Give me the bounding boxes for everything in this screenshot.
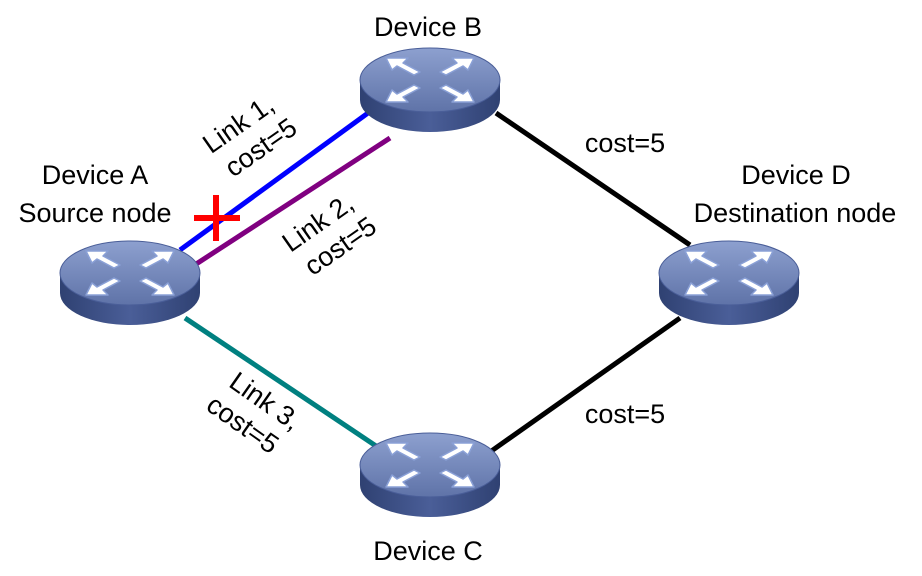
device-c-router xyxy=(359,432,501,518)
router-icon xyxy=(59,240,201,326)
device-a-name: Device A xyxy=(42,160,149,190)
link-1-line xyxy=(178,110,370,253)
device-d-role: Destination node xyxy=(694,198,897,228)
link-2-line xyxy=(188,135,392,271)
link-b-d-cost: cost=5 xyxy=(585,128,665,158)
link-3-line xyxy=(183,315,387,455)
router-icon xyxy=(359,47,501,133)
device-a-role: Source node xyxy=(18,198,171,228)
link-c-d-line xyxy=(488,315,682,455)
link-c-d-cost: cost=5 xyxy=(585,399,665,429)
device-c-name: Device C xyxy=(373,536,483,566)
device-a-router xyxy=(59,240,201,326)
device-d-name: Device D xyxy=(741,160,851,190)
router-icon xyxy=(658,240,800,326)
device-b-name: Device B xyxy=(374,12,482,42)
router-icon xyxy=(359,432,501,518)
links xyxy=(178,110,692,455)
device-b-router xyxy=(359,47,501,133)
device-d-router xyxy=(658,240,800,326)
red-cross-icon xyxy=(194,195,240,241)
link-b-d-line xyxy=(494,110,692,248)
